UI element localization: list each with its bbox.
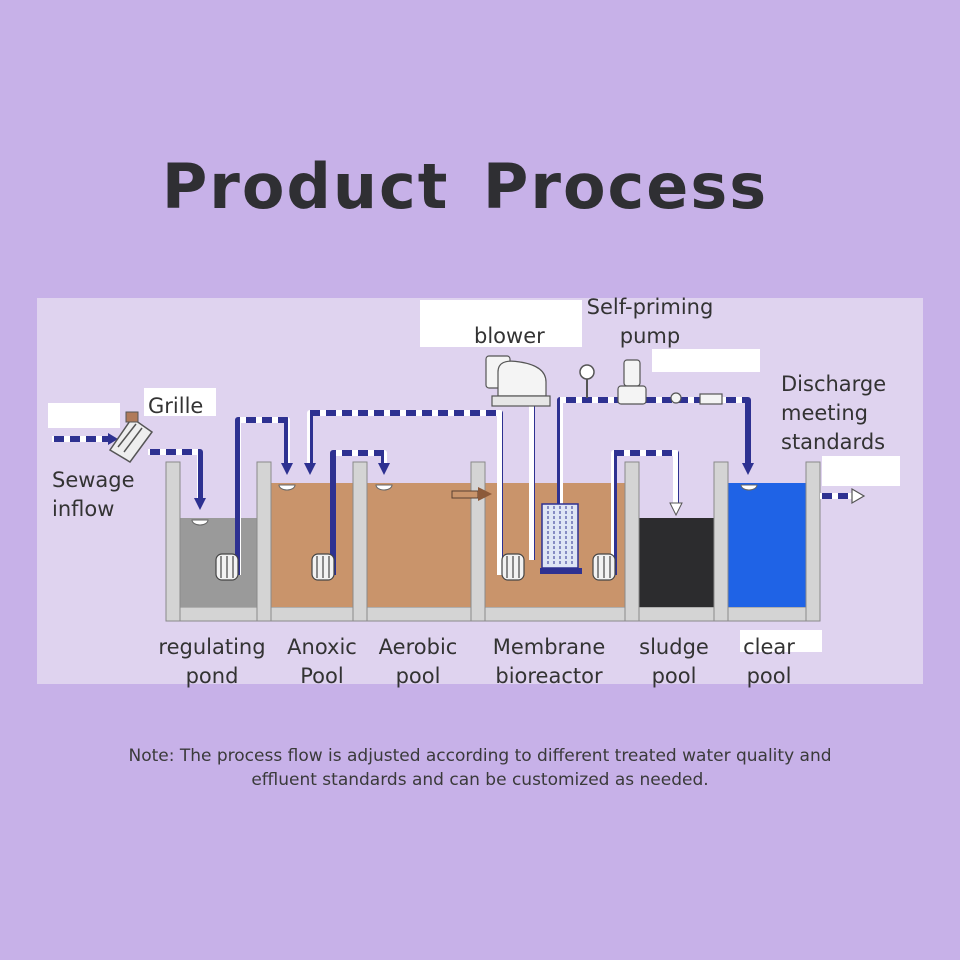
- flow-arrowheads: [108, 433, 754, 510]
- stage-label-membrane-bioreactor-line2: bioreactor: [495, 664, 603, 688]
- stage-label-sludge-pool-line1: sludge: [639, 635, 709, 659]
- stage-label-aerobic-pool-line1: Aerobic: [378, 635, 458, 659]
- self-priming-pump-label-line1: Self-priming: [586, 295, 714, 319]
- label-box-inflow: [48, 403, 120, 428]
- water-level-markers: [191, 484, 758, 526]
- stage-label-clear-pool-line1: clear: [743, 635, 795, 659]
- stage-label-membrane-bioreactor-line1: Membrane: [492, 635, 606, 659]
- sludge-arrowhead: [669, 502, 683, 517]
- submersible-pump-icons: [215, 553, 616, 581]
- sewage-inflow-label-line2: inflow: [52, 497, 115, 521]
- process-note: Note: The process flow is adjusted accor…: [60, 744, 900, 792]
- grille-label: Grille: [148, 394, 204, 418]
- membrane-module-icon: [540, 503, 582, 574]
- discharge-arrowhead: [851, 487, 866, 505]
- anoxic-pool-water: [271, 483, 353, 607]
- self-priming-pump-label-line2: pump: [619, 324, 681, 348]
- aerobic-pool-water: [367, 483, 471, 607]
- stage-label-regulating-pond-line2: pond: [185, 664, 239, 688]
- tank-walls: [165, 461, 821, 622]
- stage-label-anoxic-pool-line2: Pool: [300, 664, 344, 688]
- pressure-gauge-icon: [579, 364, 595, 398]
- stage-label-regulating-pond-line1: regulating: [158, 635, 266, 659]
- blower-icon: [485, 355, 551, 407]
- label-box-pump: [652, 349, 760, 372]
- clear-pool-water: [728, 483, 806, 607]
- label-box-blower: [420, 300, 582, 347]
- blower-label: blower: [474, 324, 545, 348]
- discharge-label-line1: Discharge: [781, 372, 887, 396]
- note-line1: Note: The process flow is adjusted accor…: [128, 746, 832, 766]
- stage-label-sludge-pool-line2: pool: [651, 664, 697, 688]
- sewage-inflow-label-line1: Sewage: [52, 468, 135, 492]
- label-box-grille: [144, 388, 216, 416]
- sludge-pool-water: [639, 518, 714, 607]
- pipes: [52, 397, 852, 575]
- self-priming-pump-icon: [617, 359, 647, 405]
- grille-icon: [108, 411, 154, 463]
- label-box-clear-pool: [740, 630, 822, 652]
- label-box-discharge: [822, 456, 900, 486]
- stage-label-anoxic-pool-line1: Anoxic: [287, 635, 357, 659]
- stage-label-clear-pool-line2: pool: [746, 664, 792, 688]
- page-title: Product Process: [161, 150, 769, 223]
- valve-icons: [670, 392, 723, 405]
- stage-label-aerobic-pool-line2: pool: [395, 664, 441, 688]
- discharge-label-line2: meeting: [781, 401, 869, 425]
- discharge-label-line3: standards: [781, 430, 886, 454]
- aerobic-to-mbr-arrow: [451, 487, 492, 501]
- note-line2: effluent standards and can be customized…: [251, 770, 709, 790]
